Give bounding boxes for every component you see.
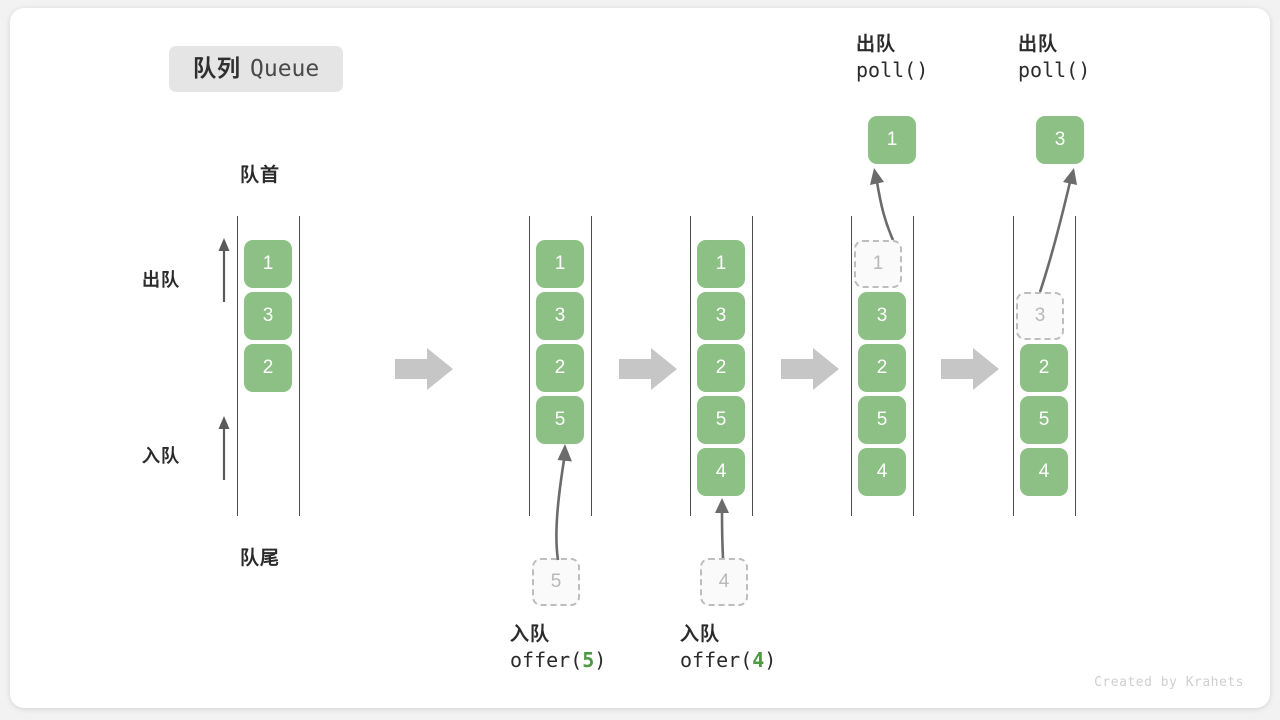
queue-cell: 1: [536, 240, 584, 288]
queue-cell: 3: [697, 292, 745, 340]
operation-caption-offer-4: 入队 offer(4): [680, 622, 776, 674]
operation-close: ): [764, 648, 777, 673]
queue-cell: 2: [536, 344, 584, 392]
operation-fn: poll(): [856, 58, 929, 83]
queue-cell: 2: [1020, 344, 1068, 392]
queue-cell: 5: [536, 396, 584, 444]
incoming-ghost-cell: 5: [532, 558, 580, 606]
watermark-credit: Created by Krahets: [1094, 675, 1244, 690]
rail-right: [752, 216, 753, 516]
operation-caption-poll-2: 出队 poll(): [1018, 32, 1090, 84]
queue-cell: 3: [536, 292, 584, 340]
queue-cell: 2: [697, 344, 745, 392]
operation-fn: offer(: [510, 648, 583, 673]
queue-cell: 4: [1020, 448, 1068, 496]
operation-fn: poll(): [1018, 58, 1091, 83]
removed-ghost-cell: 1: [854, 240, 902, 288]
operation-arg: 4: [752, 648, 765, 673]
operation-caption-offer-5: 入队 offer(5): [510, 622, 606, 674]
rail-right: [913, 216, 914, 516]
rail-left: [851, 216, 852, 516]
operation-caption-poll-1: 出队 poll(): [856, 32, 928, 84]
operation-fn: offer(: [680, 648, 753, 673]
rail-left: [529, 216, 530, 516]
queue-cell: 4: [697, 448, 745, 496]
queue-cell: 2: [858, 344, 906, 392]
operation-caption-code: offer(4): [680, 647, 776, 674]
operation-caption-cn: 入队: [510, 624, 551, 645]
dequeue-direction-label: 出队: [142, 270, 180, 290]
queue-cell: 3: [244, 292, 292, 340]
rail-left: [690, 216, 691, 516]
rail-right: [1075, 216, 1076, 516]
title-en: Queue: [250, 56, 320, 82]
diagram-card: 队列 Queue 队首 队尾 出队 入队 1 3 2: [10, 8, 1270, 708]
rail-left: [1013, 216, 1014, 516]
operation-caption-code: offer(5): [510, 647, 606, 674]
popped-element-cell: 3: [1036, 116, 1084, 164]
operation-caption-code: poll(): [856, 57, 928, 84]
queue-cell: 4: [858, 448, 906, 496]
title-cn: 队列: [193, 55, 241, 81]
queue-cell: 3: [858, 292, 906, 340]
queue-cell: 5: [858, 396, 906, 444]
operation-caption-cn: 出队: [1018, 34, 1059, 55]
queue-cell: 1: [244, 240, 292, 288]
queue-cell: 5: [1020, 396, 1068, 444]
incoming-ghost-cell: 4: [700, 558, 748, 606]
operation-close: ): [594, 648, 607, 673]
step-arrow-icon: [781, 348, 839, 390]
popped-element-cell: 1: [868, 116, 916, 164]
queue-cell: 1: [697, 240, 745, 288]
diagram-stage: 队列 Queue 队首 队尾 出队 入队 1 3 2: [10, 8, 1270, 708]
title-badge: 队列 Queue: [169, 46, 344, 92]
rail-right: [591, 216, 592, 516]
rail-right: [299, 216, 300, 516]
rail-left: [237, 216, 238, 516]
queue-tail-label: 队尾: [240, 548, 281, 569]
dequeue-direction-arrow-icon: [218, 238, 230, 302]
step-arrow-icon: [619, 348, 677, 390]
enqueue-curve-arrow-icon: [555, 444, 572, 561]
operation-arg: 5: [582, 648, 595, 673]
enqueue-curve-arrow-icon: [715, 498, 729, 559]
operation-caption-cn: 出队: [856, 34, 897, 55]
step-arrow-icon: [395, 348, 453, 390]
enqueue-direction-label: 入队: [142, 446, 180, 466]
enqueue-direction-arrow-icon: [218, 416, 230, 480]
dequeue-curve-arrow-icon: [1038, 168, 1077, 293]
step-arrow-icon: [941, 348, 999, 390]
operation-caption-cn: 入队: [680, 624, 721, 645]
dequeue-curve-arrow-icon: [870, 168, 895, 241]
queue-cell: 5: [697, 396, 745, 444]
queue-head-label: 队首: [240, 165, 281, 186]
queue-cell: 2: [244, 344, 292, 392]
operation-caption-code: poll(): [1018, 57, 1090, 84]
removed-ghost-cell: 3: [1016, 292, 1064, 340]
